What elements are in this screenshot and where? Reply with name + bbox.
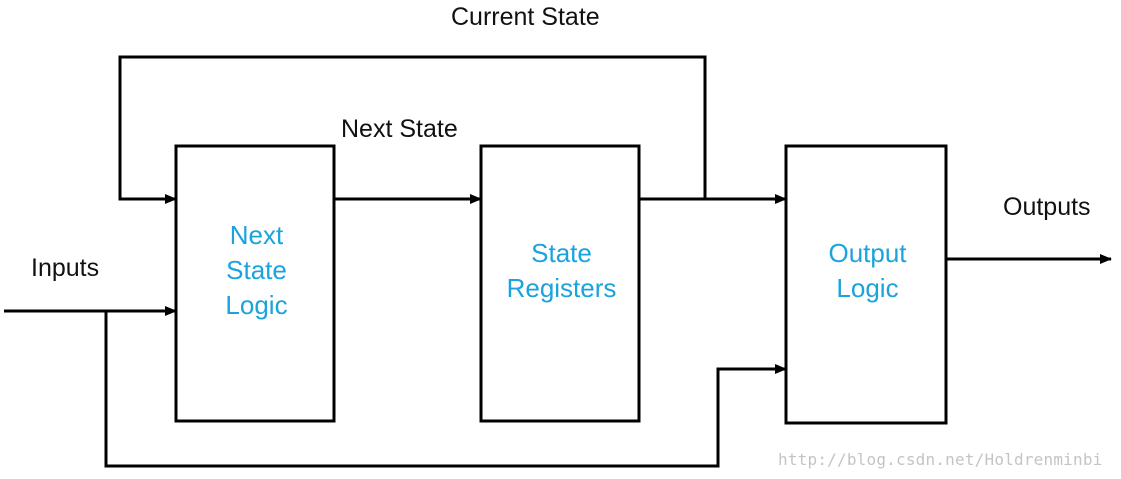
watermark-url: http://blog.csdn.net/Holdrenminbi [778, 450, 1103, 469]
next-state-logic-box [174, 144, 336, 423]
output-logic-label: Output Logic [786, 236, 949, 306]
current-state-label: Current State [451, 3, 600, 31]
inputs-label: Inputs [31, 254, 100, 282]
next-state-logic-line-1: Next [229, 220, 284, 250]
next-state-logic-line-2: State [226, 255, 287, 285]
state-registers-box [479, 144, 641, 423]
state-registers-label: State Registers [481, 236, 642, 306]
output-logic-box [784, 144, 948, 425]
output-logic-line-1: Output [828, 238, 907, 268]
current-state-feedback-line [118, 55, 707, 204]
inputs-bypass-line [104, 311, 787, 468]
next-state-logic-line-3: Logic [225, 290, 288, 320]
next-state-logic-label: Next State Logic [176, 218, 337, 323]
output-logic-line-2: Logic [836, 273, 899, 303]
state-registers-line-2: Registers [506, 273, 617, 303]
state-registers-line-1: State [531, 238, 592, 268]
outputs-label: Outputs [1003, 193, 1091, 221]
next-state-label: Next State [341, 115, 458, 143]
